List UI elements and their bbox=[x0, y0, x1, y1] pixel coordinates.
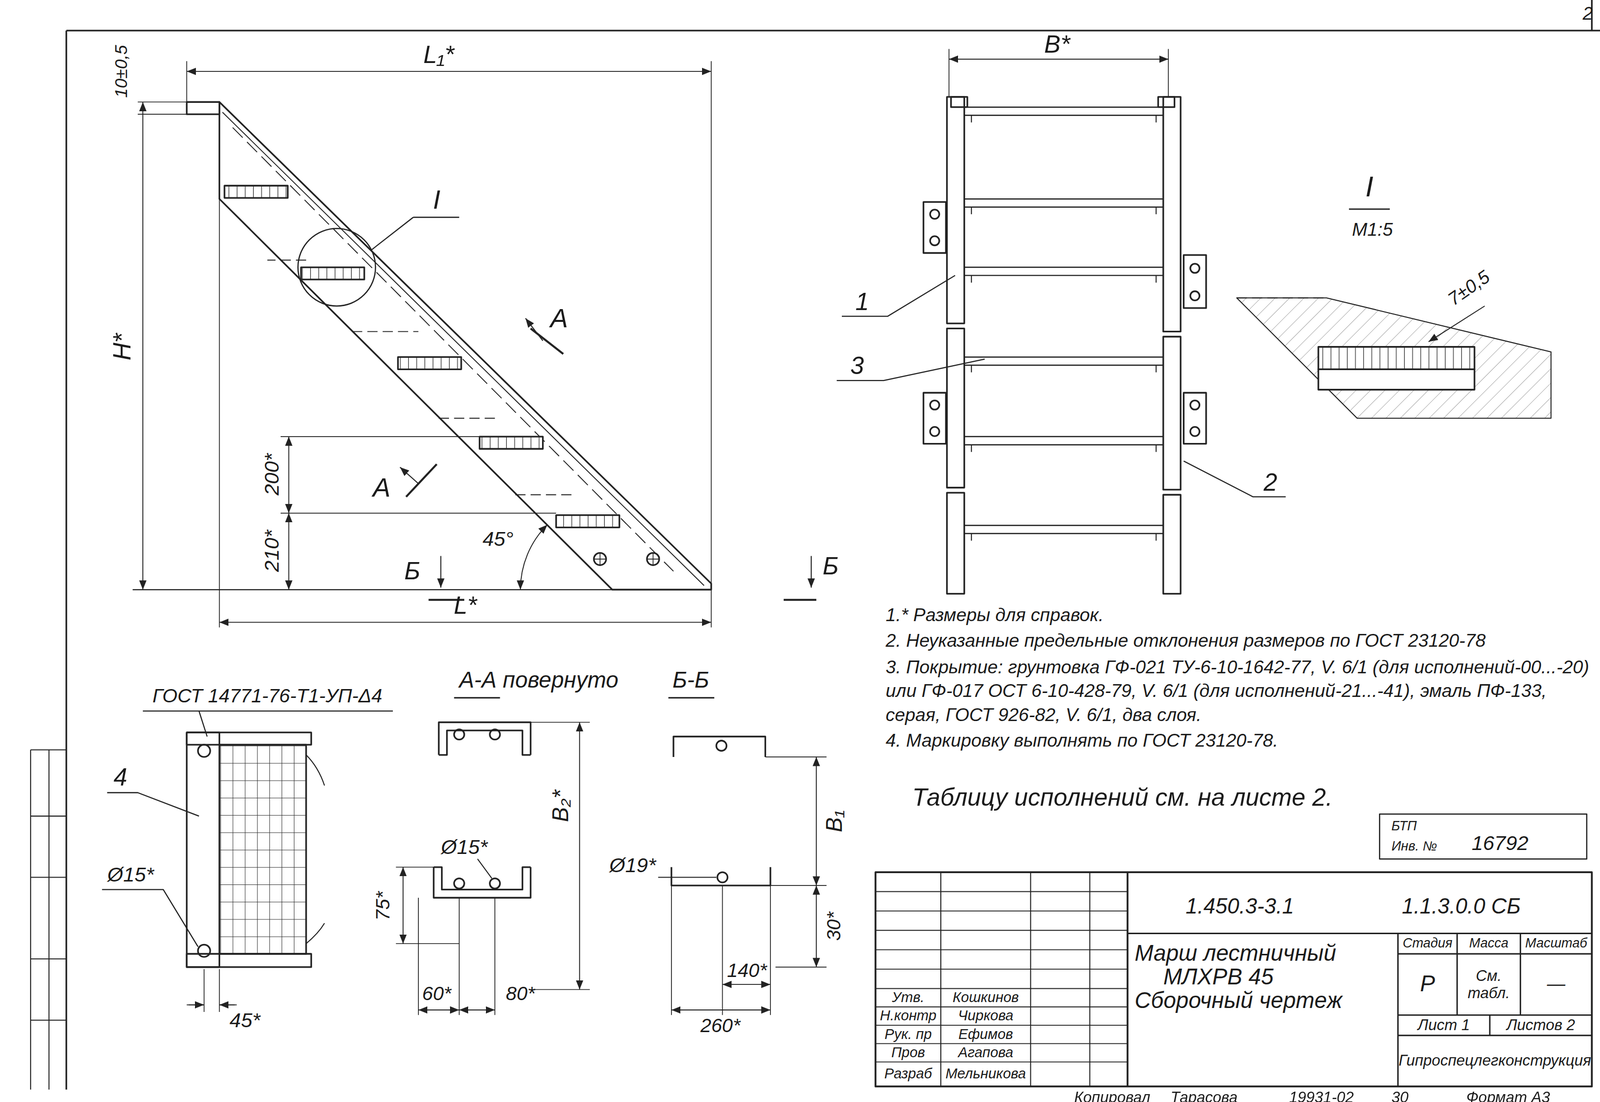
dimension-label: 80* bbox=[506, 984, 536, 1006]
note-text: 1.* Размеры для справок. bbox=[885, 604, 1590, 628]
footer-text: 19931-02 bbox=[1288, 1089, 1354, 1102]
dimension-label: H* bbox=[108, 333, 136, 361]
table-cell: Стадия bbox=[1402, 936, 1453, 952]
callout-number: 1 bbox=[855, 288, 870, 316]
drawing-title: Сборочный чертеж bbox=[1134, 988, 1343, 1014]
table-cell: Ефимов bbox=[958, 1026, 1014, 1043]
detail-callout: I bbox=[433, 185, 441, 215]
dimension-label: L* bbox=[453, 592, 478, 620]
table-cell: Мельникова bbox=[945, 1066, 1026, 1083]
table-cell: Агапова bbox=[958, 1045, 1014, 1061]
footer-text: 30 bbox=[1391, 1089, 1409, 1102]
drawing-title: Марш лестничный bbox=[1134, 941, 1337, 967]
table-cell: Чиркова bbox=[958, 1008, 1014, 1024]
scale-label: M1:5 bbox=[1351, 220, 1393, 241]
callout-number: 2 bbox=[1263, 469, 1278, 497]
dimension-label: Ø19* bbox=[609, 854, 657, 877]
table-cell: Р bbox=[1419, 972, 1435, 997]
table-cell: Масштаб bbox=[1525, 936, 1588, 952]
table-cell: Утв. bbox=[892, 990, 925, 1006]
table-cell: Н.контр bbox=[879, 1008, 937, 1024]
section-mark: Б bbox=[404, 557, 420, 585]
note-text: 3. Покрытие: грунтовка ГФ-021 ТУ-6-10-16… bbox=[885, 655, 1590, 728]
detail-heading: I bbox=[1365, 171, 1374, 204]
dimension-label: 7±0,5 bbox=[1444, 267, 1495, 311]
table-cell: Кошкинов bbox=[952, 990, 1019, 1006]
table-cell: Рук. пр bbox=[884, 1026, 932, 1043]
section-mark: Б bbox=[822, 552, 839, 580]
dimension-label: 30* bbox=[824, 911, 846, 941]
section-heading: А-А повернуто bbox=[459, 668, 619, 693]
stamp-text: БТП bbox=[1391, 819, 1417, 834]
dimension-label: 75* bbox=[373, 891, 395, 921]
table-cell: Лист 1 bbox=[1417, 1017, 1471, 1034]
dimension-label: L₁* bbox=[423, 41, 455, 69]
table-cell: Листов 2 bbox=[1506, 1017, 1575, 1034]
dimension-label: 60* bbox=[422, 984, 452, 1006]
table-cell: Разраб bbox=[884, 1066, 932, 1083]
dimension-label: Ø15* bbox=[441, 835, 488, 859]
dimension-label: 260* bbox=[700, 1015, 741, 1037]
dimension-label: 200* bbox=[260, 453, 284, 496]
dimension-label: Ø15* bbox=[107, 863, 155, 887]
table-cell: Пров bbox=[891, 1045, 925, 1061]
table-cell: — bbox=[1546, 974, 1566, 995]
dimension-label: B₁ bbox=[822, 810, 847, 833]
drawing-code: 1.1.3.0.0 СБ bbox=[1401, 894, 1521, 919]
angle-label: 45° bbox=[482, 527, 514, 551]
footer-text: Формат А3 bbox=[1466, 1089, 1550, 1102]
stamp-number: 16792 bbox=[1471, 831, 1529, 855]
table-cell: См. табл. bbox=[1463, 967, 1515, 1002]
note-text: Таблицу исполнений см. на листе 2. bbox=[912, 784, 1333, 812]
dimension-label: 140* bbox=[727, 960, 768, 983]
dimension-label: 10±0,5 bbox=[112, 44, 132, 98]
note-text: 2. Неуказанные предельные отклонения раз… bbox=[885, 630, 1590, 654]
dimension-label: B₂* bbox=[548, 790, 574, 823]
dimension-label: B* bbox=[1044, 31, 1071, 59]
footer-text: Копировал bbox=[1074, 1089, 1151, 1102]
section-mark: А bbox=[372, 473, 391, 503]
table-cell: Гипроспецлегконструкция bbox=[1398, 1053, 1592, 1070]
section-heading: Б-Б bbox=[672, 668, 710, 693]
dimension-label: 45* bbox=[229, 1009, 260, 1032]
note-text: 4. Маркировку выполнять по ГОСТ 23120-78… bbox=[885, 729, 1590, 754]
callout-number: 3 bbox=[850, 352, 864, 381]
stamp-text: Инв. № bbox=[1391, 839, 1438, 855]
footer-text: Тарасова bbox=[1170, 1089, 1238, 1102]
weld-designation: ГОСТ 14771-76-Т1-УП-Δ4 bbox=[152, 686, 383, 708]
sheet-number: 2 bbox=[1582, 4, 1594, 25]
drawing-code: 1.450.3-3.1 bbox=[1185, 894, 1294, 919]
callout-number: 4 bbox=[113, 764, 128, 792]
section-mark: А bbox=[550, 303, 569, 333]
drawing-title: МЛХРВ 45 bbox=[1163, 965, 1274, 991]
dimension-label: 210* bbox=[260, 530, 284, 573]
table-cell: Масса bbox=[1469, 936, 1509, 952]
